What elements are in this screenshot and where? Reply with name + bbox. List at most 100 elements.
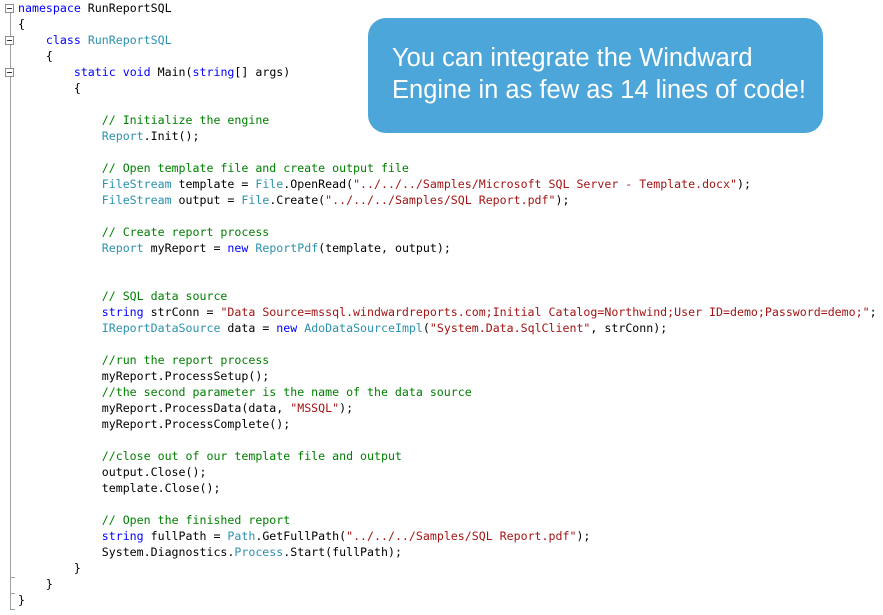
- code-line: //run the report process: [18, 352, 877, 368]
- code-token: "MSSQL": [290, 401, 340, 415]
- code-token: File: [241, 193, 270, 207]
- code-token: );: [339, 401, 354, 415]
- code-token: //run the report process: [101, 353, 270, 367]
- code-token: [18, 385, 102, 399]
- code-token: "../../../Samples/SQL Report.pdf": [325, 193, 556, 207]
- code-line: [18, 144, 877, 160]
- code-token: [18, 225, 102, 239]
- code-token: Process: [234, 545, 284, 559]
- code-line: }: [18, 560, 877, 576]
- code-token: {: [18, 17, 25, 31]
- code-line: template.Close();: [18, 480, 877, 496]
- collapse-namespace-icon[interactable]: [5, 4, 14, 13]
- code-line: IReportDataSource data = new AdoDataSour…: [18, 320, 877, 336]
- code-line: myReport.ProcessData(data, "MSSQL");: [18, 400, 877, 416]
- code-token: [18, 65, 74, 79]
- code-token: [] args): [234, 65, 291, 79]
- code-token: ;: [869, 305, 877, 319]
- collapse-class-icon[interactable]: [5, 36, 14, 45]
- code-token: [18, 321, 102, 335]
- code-line: class RunReportSQL: [18, 32, 877, 48]
- code-token: {: [18, 81, 81, 95]
- code-token: myReport.ProcessComplete();: [18, 417, 291, 431]
- code-token: [18, 305, 102, 319]
- code-token: );: [555, 193, 570, 207]
- code-token: }: [18, 577, 53, 591]
- code-token: "../../../Samples/SQL Report.pdf": [346, 529, 577, 543]
- code-token: "Data Source=mssql.windwardreports.com;I…: [220, 305, 870, 319]
- code-token: , strConn);: [590, 321, 668, 335]
- code-line: //close out of our template file and out…: [18, 448, 877, 464]
- code-line: myReport.ProcessSetup();: [18, 368, 877, 384]
- code-line: System.Diagnostics.Process.Start(fullPat…: [18, 544, 877, 560]
- code-token: // Open template file and create output …: [101, 161, 409, 175]
- code-token: [18, 449, 102, 463]
- code-token: void: [122, 65, 151, 79]
- code-token: RunReportSQL: [80, 1, 172, 15]
- code-line: myReport.ProcessComplete();: [18, 416, 877, 432]
- code-token: IReportDataSource: [101, 321, 221, 335]
- code-line: [18, 496, 877, 512]
- code-token: }: [18, 593, 25, 607]
- collapse-method-icon[interactable]: [5, 68, 14, 77]
- code-token: System.Diagnostics.: [18, 545, 235, 559]
- code-line: }: [18, 576, 877, 592]
- code-token: new: [227, 241, 249, 255]
- code-line: // Initialize the engine: [18, 112, 877, 128]
- code-line: // Open template file and create output …: [18, 160, 877, 176]
- code-line: FileStream output = File.Create("../../.…: [18, 192, 877, 208]
- code-token: // Initialize the engine: [101, 113, 270, 127]
- code-line: Report myReport = new ReportPdf(template…: [18, 240, 877, 256]
- code-token: //the second parameter is the name of th…: [101, 385, 472, 399]
- code-token: Path: [227, 529, 256, 543]
- code-token: [18, 353, 102, 367]
- code-token: myReport =: [143, 241, 228, 255]
- code-line: string strConn = "Data Source=mssql.wind…: [18, 304, 877, 320]
- code-token: output =: [171, 193, 242, 207]
- code-token: [116, 65, 123, 79]
- code-token: FileStream: [101, 193, 172, 207]
- code-token: .Start(fullPath);: [283, 545, 402, 559]
- code-token: (: [422, 321, 430, 335]
- outline-gutter: [0, 0, 16, 615]
- code-line: {: [18, 16, 877, 32]
- code-token: (template, output);: [318, 241, 451, 255]
- code-token: template.Close();: [18, 481, 221, 495]
- code-token: [18, 113, 102, 127]
- code-token: AdoDataSourceImpl: [304, 321, 423, 335]
- code-token: Report: [101, 129, 144, 143]
- callout-line-1: You can integrate the Windward: [392, 44, 753, 72]
- code-token: output.Close();: [18, 465, 207, 479]
- code-text[interactable]: namespace RunReportSQL{ class RunReportS…: [18, 0, 877, 608]
- code-token: [18, 177, 102, 191]
- code-token: //close out of our template file and out…: [101, 449, 402, 463]
- code-line: FileStream template = File.OpenRead("../…: [18, 176, 877, 192]
- code-line: [18, 208, 877, 224]
- code-line: {: [18, 48, 877, 64]
- code-line: }: [18, 592, 877, 608]
- method-outline-end: [10, 577, 15, 578]
- code-token: strConn =: [143, 305, 221, 319]
- code-token: Report: [101, 241, 144, 255]
- code-token: [18, 289, 102, 303]
- callout-bubble: You can integrate the Windward Engine in…: [368, 18, 823, 133]
- code-token: class: [45, 33, 81, 47]
- code-token: [18, 129, 102, 143]
- code-token: RunReportSQL: [87, 33, 172, 47]
- code-token: }: [18, 561, 81, 575]
- code-token: fullPath =: [143, 529, 228, 543]
- code-token: .Create(: [269, 193, 326, 207]
- class-outline-end: [10, 593, 15, 594]
- code-line: Report.Init();: [18, 128, 877, 144]
- code-token: );: [736, 177, 751, 191]
- code-token: .GetFullPath(: [255, 529, 347, 543]
- code-token: [18, 529, 102, 543]
- code-line: [18, 256, 877, 272]
- code-token: "../../../Samples/Microsoft SQL Server -…: [353, 177, 737, 191]
- code-line: // SQL data source: [18, 288, 877, 304]
- code-line: // Create report process: [18, 224, 877, 240]
- code-token: "System.Data.SqlClient": [429, 321, 591, 335]
- code-token: .Init();: [143, 129, 200, 143]
- code-token: .OpenRead(: [283, 177, 354, 191]
